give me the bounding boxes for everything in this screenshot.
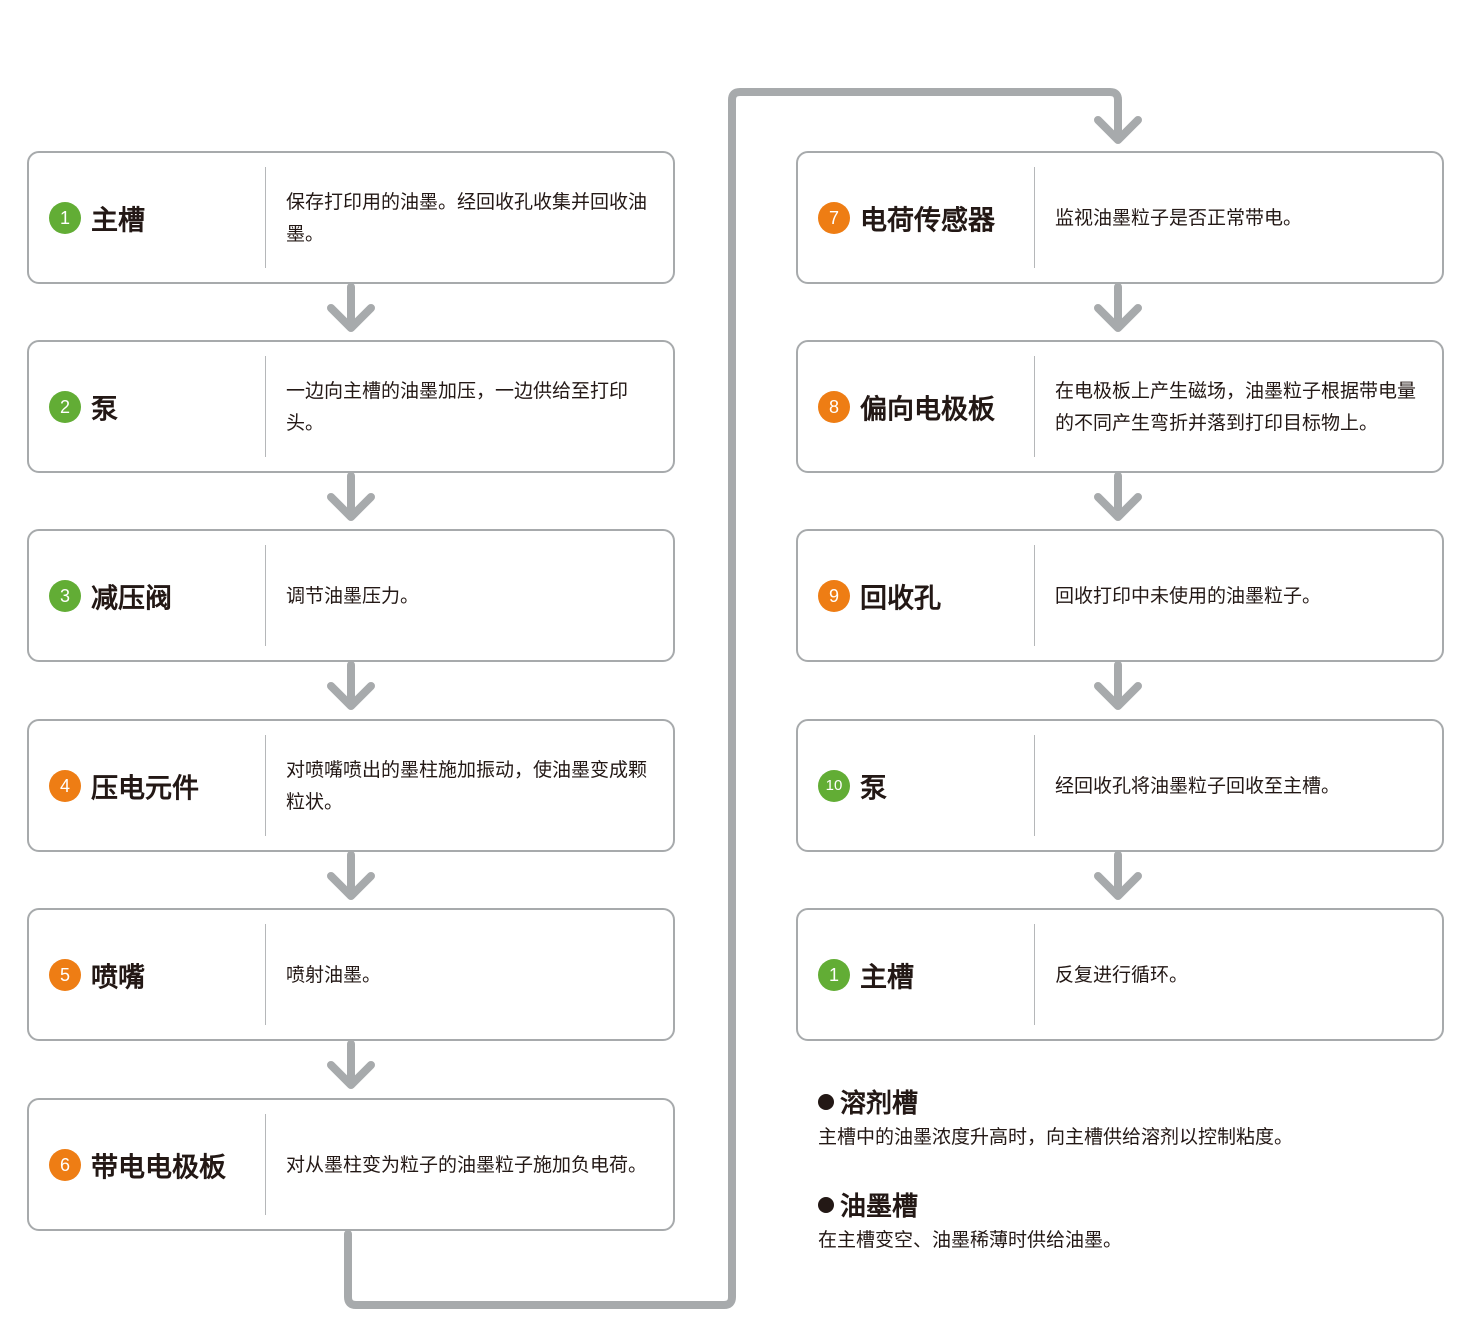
down-arrow [327, 661, 375, 710]
step-description: 一边向主槽的油墨加压，一边供给至打印头。 [286, 379, 629, 434]
step-deflection-electrode: 8 偏向电极板 在电极板上产生磁场，油墨粒子根据带电量的不同产生弯折并落到打印目… [796, 340, 1444, 473]
step-title: 主槽 [91, 205, 145, 236]
divider [265, 1114, 266, 1215]
divider [265, 356, 266, 457]
note-solvent-tank: 溶剂槽 主槽中的油墨浓度升高时，向主槽供给溶剂以控制粘度。 [818, 1088, 1293, 1152]
down-arrow [1094, 472, 1142, 521]
bullet-dot [818, 1197, 834, 1213]
divider [265, 924, 266, 1025]
note-text: 主槽中的油墨浓度升高时，向主槽供给溶剂以控制粘度。 [818, 1126, 1294, 1148]
step-title: 带电电极板 [91, 1152, 226, 1183]
step-description: 喷射油墨。 [286, 963, 382, 986]
down-arrow [1094, 661, 1142, 710]
note-title: 溶剂槽 [840, 1089, 919, 1119]
step-number-badge: 1 [818, 958, 850, 991]
bullet-dot [818, 1094, 834, 1110]
divider [1034, 356, 1035, 457]
step-number-badge: 3 [49, 579, 81, 612]
loop-connector [344, 88, 1122, 1309]
step-number-badge: 8 [818, 390, 850, 423]
step-title: 泵 [860, 773, 887, 804]
step-description: 对喷嘴喷出的墨柱施加振动，使油墨变成颗粒状。 [286, 758, 648, 813]
note-ink-tank: 油墨槽 在主槽变空、油墨稀薄时供给油墨。 [818, 1191, 1122, 1255]
step-description: 反复进行循环。 [1055, 963, 1189, 986]
step-title: 主槽 [860, 962, 914, 993]
step-number-badge: 6 [49, 1148, 81, 1181]
step-title: 喷嘴 [91, 962, 145, 993]
divider [265, 167, 266, 268]
step-title: 回收孔 [860, 583, 941, 614]
step-title: 电荷传感器 [860, 205, 995, 236]
step-pump: 2 泵 一边向主槽的油墨加压，一边供给至打印头。 [27, 340, 675, 473]
step-description: 对从墨柱变为粒子的油墨粒子施加负电荷。 [286, 1153, 648, 1176]
down-arrow [327, 1040, 375, 1089]
step-return-pump: 10 泵 经回收孔将油墨粒子回收至主槽。 [796, 719, 1444, 852]
step-number-badge: 9 [818, 579, 850, 612]
step-description: 在电极板上产生磁场，油墨粒子根据带电量的不同产生弯折并落到打印目标物上。 [1055, 379, 1417, 434]
divider [265, 545, 266, 646]
step-pressure-reducing-valve: 3 减压阀 调节油墨压力。 [27, 529, 675, 662]
down-arrow [1094, 116, 1142, 144]
down-arrow [327, 283, 375, 332]
step-number-badge: 10 [818, 769, 850, 802]
note-title: 油墨槽 [840, 1192, 919, 1222]
down-arrow [1094, 283, 1142, 332]
step-piezo-element: 4 压电元件 对喷嘴喷出的墨柱施加振动，使油墨变成颗粒状。 [27, 719, 675, 852]
step-title: 压电元件 [91, 773, 199, 804]
down-arrow [327, 472, 375, 521]
step-number-badge: 1 [49, 201, 81, 234]
down-arrow [1094, 851, 1142, 900]
divider [1034, 735, 1035, 836]
step-main-tank: 1 主槽 保存打印用的油墨。经回收孔收集并回收油墨。 [27, 151, 675, 284]
divider [1034, 924, 1035, 1025]
step-charge-sensor: 7 电荷传感器 监视油墨粒子是否正常带电。 [796, 151, 1444, 284]
step-nozzle: 5 喷嘴 喷射油墨。 [27, 908, 675, 1041]
step-number-badge: 2 [49, 390, 81, 423]
step-number-badge: 5 [49, 958, 81, 991]
step-description: 保存打印用的油墨。经回收孔收集并回收油墨。 [286, 190, 648, 245]
step-description: 调节油墨压力。 [286, 584, 420, 607]
step-title: 泵 [91, 394, 118, 425]
divider [265, 735, 266, 836]
step-description: 回收打印中未使用的油墨粒子。 [1055, 584, 1322, 607]
step-gutter: 9 回收孔 回收打印中未使用的油墨粒子。 [796, 529, 1444, 662]
step-description: 监视油墨粒子是否正常带电。 [1055, 206, 1303, 229]
step-title: 减压阀 [91, 583, 172, 614]
step-number-badge: 4 [49, 769, 81, 802]
step-charging-electrode: 6 带电电极板 对从墨柱变为粒子的油墨粒子施加负电荷。 [27, 1098, 675, 1231]
down-arrow [327, 851, 375, 900]
step-description: 经回收孔将油墨粒子回收至主槽。 [1055, 774, 1341, 797]
step-title: 偏向电极板 [860, 394, 995, 425]
note-text: 在主槽变空、油墨稀薄时供给油墨。 [818, 1229, 1123, 1251]
divider [1034, 545, 1035, 646]
step-number-badge: 7 [818, 201, 850, 234]
step-main-tank-repeat: 1 主槽 反复进行循环。 [796, 908, 1444, 1041]
divider [1034, 167, 1035, 268]
